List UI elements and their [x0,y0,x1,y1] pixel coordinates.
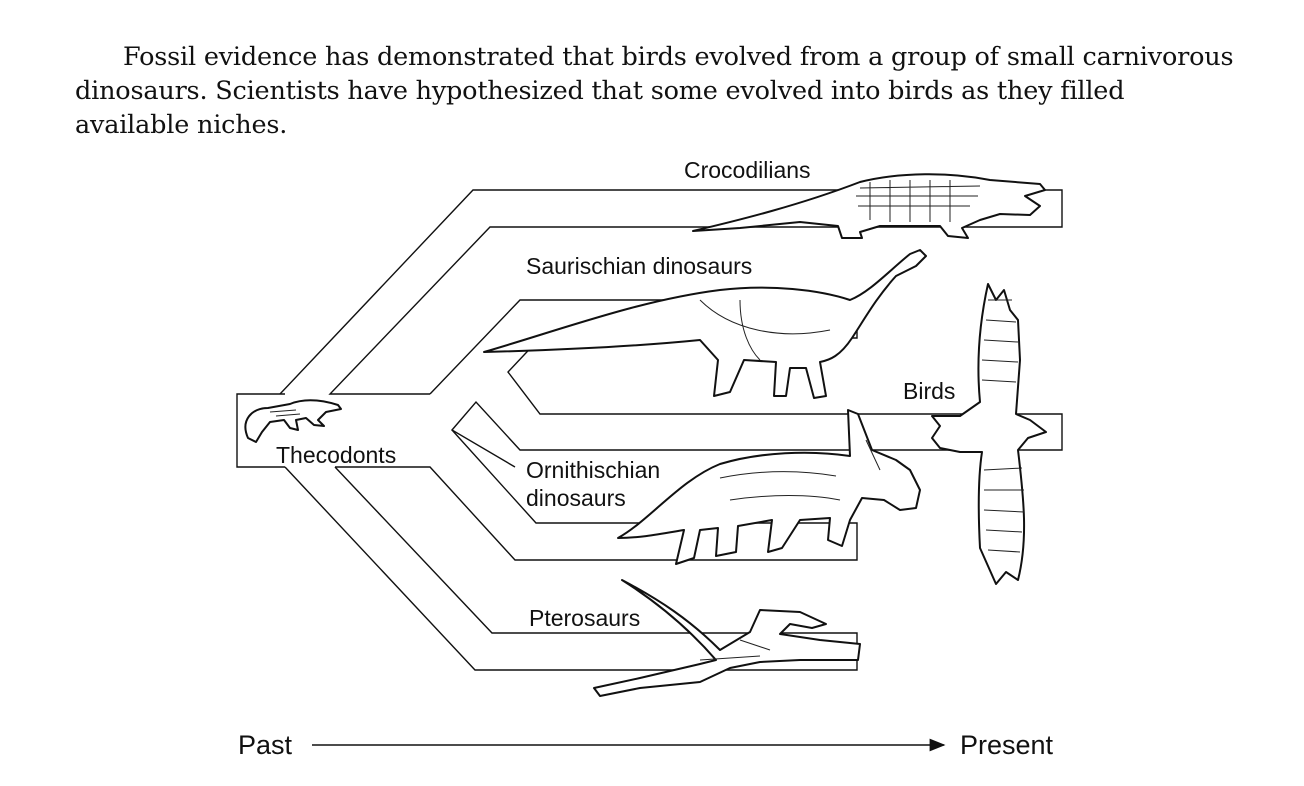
timeline-present-label: Present [960,730,1054,760]
crocodilian-branch [279,189,1063,395]
label-birds: Birds [903,378,955,404]
sauropod-icon [483,249,927,399]
pterosaur-icon [593,579,861,697]
label-saurischian: Saurischian dinosaurs [526,253,752,279]
timeline-past-label: Past [238,730,293,760]
thecodont-icon [244,399,342,443]
eagle-icon [931,283,1047,585]
root-box [236,393,285,468]
label-thecodonts: Thecodonts [276,442,396,468]
label-pterosaurs: Pterosaurs [529,605,640,631]
passage-text: Fossil evidence has demonstrated that bi… [75,41,1234,140]
label-ornithischian-line2: dinosaurs [526,485,626,511]
label-ornithischian-line1: Ornithischian [526,457,660,483]
ceratopsian-icon [617,409,921,565]
label-crocodilians: Crocodilians [684,157,811,183]
crocodile-icon [692,173,1046,239]
ornithischian-branch [335,429,858,561]
